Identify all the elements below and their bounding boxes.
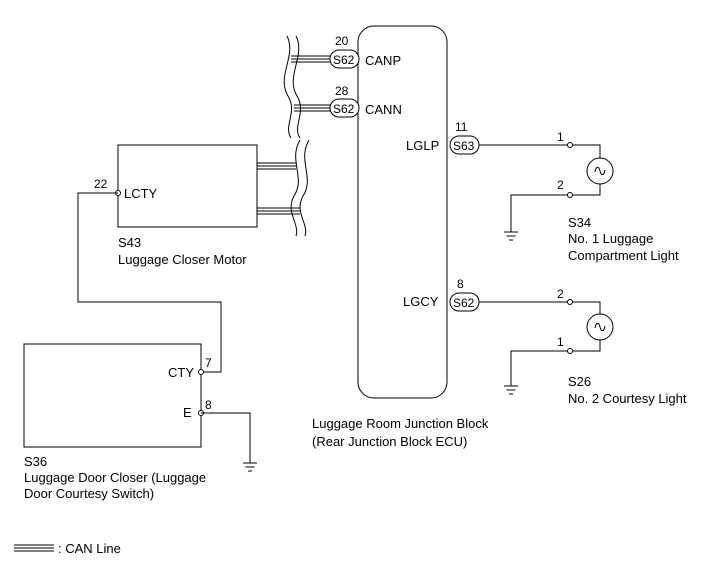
light1-wire-bottom	[572, 184, 601, 196]
light2-ground-wire	[510, 350, 568, 386]
cann-connector	[329, 98, 360, 118]
canp-connector-code: S62	[333, 53, 355, 67]
can-break-mark-left-a	[283, 35, 293, 139]
lglp-signal-label: LGLP	[406, 138, 439, 153]
lglp-connector-code: S63	[453, 139, 475, 153]
lgcy-connector-code: S62	[453, 296, 475, 310]
ecu-label-line1: Luggage Room Junction Block	[312, 416, 489, 431]
lcty-to-cty-wire	[77, 192, 222, 373]
canp-connector	[329, 49, 360, 69]
closer-cty-terminal	[198, 369, 204, 375]
light2-pin-b: 1	[557, 335, 564, 349]
light1-wire-top	[572, 144, 601, 158]
canp-can-line	[291, 55, 331, 63]
light1-pin-b: 2	[557, 178, 564, 192]
junction-block-ecu-box	[357, 25, 448, 399]
motor-can-line-upper	[257, 162, 296, 170]
lgcy-pin-number: 8	[457, 277, 464, 291]
light1-name-line1: No. 1 Luggage	[568, 231, 653, 246]
closer-e-pin: 8	[205, 398, 212, 412]
can-break-mark-right-b	[299, 139, 310, 237]
luggage-closer-motor-box	[117, 144, 258, 228]
closer-e-label: E	[183, 405, 192, 420]
canp-pin-number: 20	[335, 34, 349, 48]
can-break-mark-left-b	[292, 35, 302, 139]
can-line-legend-symbol	[14, 544, 54, 552]
light1-ground-wire	[510, 194, 568, 232]
cann-pin-number: 28	[335, 84, 349, 98]
lglp-pin-number: 11	[455, 120, 468, 134]
closer-code: S36	[24, 454, 47, 469]
closer-name-line1: Luggage Door Closer (Luggage	[24, 470, 206, 485]
closer-cty-pin: 7	[205, 356, 212, 370]
ecu-label-line2: (Rear Junction Block ECU)	[312, 434, 467, 449]
can-break-mark-right-a	[290, 139, 301, 237]
light2-ground-symbol	[504, 385, 518, 395]
cann-signal-label: CANN	[365, 102, 402, 117]
motor-signal-label: LCTY	[124, 186, 158, 201]
light1-code: S34	[568, 215, 591, 230]
canp-signal-label: CANP	[365, 53, 401, 68]
light2-filament	[594, 322, 606, 332]
motor-code: S43	[118, 235, 141, 250]
cann-can-line	[294, 104, 331, 112]
lgcy-signal-label: LGCY	[403, 294, 439, 309]
light1-pin-a: 1	[557, 130, 564, 144]
motor-name: Luggage Closer Motor	[118, 252, 247, 267]
light1-name-line2: Compartment Light	[568, 248, 679, 263]
closer-ground-symbol	[243, 462, 257, 472]
closer-ground-wire	[201, 412, 251, 463]
closer-name-line2: Door Courtesy Switch)	[24, 486, 154, 501]
light2-name: No. 2 Courtesy Light	[568, 391, 687, 406]
light2-wire-bottom	[572, 340, 601, 352]
can-line-legend-label: : CAN Line	[58, 541, 121, 556]
light2-pin-a: 2	[557, 287, 564, 301]
closer-cty-label: CTY	[168, 365, 194, 380]
light2-wire-top	[572, 301, 601, 314]
light2-terminal-a	[567, 299, 573, 305]
light1-terminal-a	[567, 142, 573, 148]
motor-pin-number: 22	[94, 177, 108, 191]
light2-terminal-b	[567, 348, 573, 354]
motor-can-line-lower	[257, 207, 300, 215]
light1-terminal-b	[567, 192, 573, 198]
light1-ground-symbol	[504, 231, 518, 241]
light2-code: S26	[568, 374, 591, 389]
cann-connector-code: S62	[333, 102, 355, 116]
luggage-door-closer-box	[23, 343, 202, 448]
light1-filament	[594, 166, 606, 176]
